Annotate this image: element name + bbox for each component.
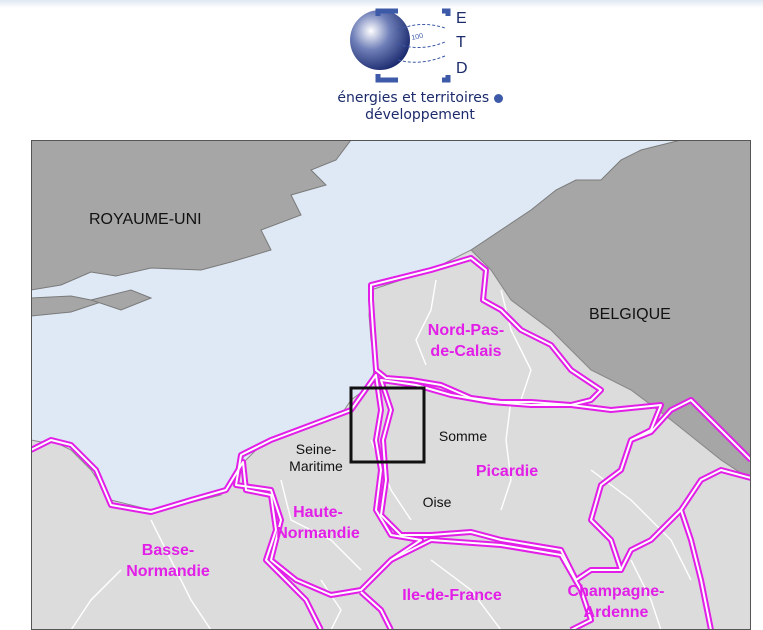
- globe-icon: [350, 10, 410, 70]
- label-somme: Somme: [438, 428, 488, 444]
- region-borders: [31, 255, 751, 630]
- label-haute-normandie: Haute- Normandie: [276, 502, 360, 544]
- map-canvas: [31, 140, 751, 630]
- label-picardie: Picardie: [475, 463, 539, 480]
- tagline-text-1: énergies et territoires: [337, 90, 490, 106]
- isle-of-wight: [31, 295, 103, 317]
- etd-logo: 100 E T D énergies et territoires dévelo…: [270, 8, 570, 126]
- label-haute-normandie-line1: Haute-: [293, 504, 343, 521]
- logo-letter-e: E: [456, 10, 467, 27]
- dot-icon: [493, 94, 503, 103]
- top-gradient-bar: [0, 0, 763, 8]
- label-seine-maritime: Seine- Maritime: [289, 441, 343, 475]
- label-basse-normandie: Basse- Normandie: [126, 540, 210, 582]
- logo-letter-t: T: [456, 34, 466, 51]
- region-map: ROYAUME-UNI BELGIQUE Nord-Pas- de-Calais…: [31, 140, 751, 630]
- label-champagne-ardenne: Champagne- Ardenne: [568, 581, 665, 623]
- study-area-box: [349, 386, 426, 464]
- label-ile-de-france: Ile-de-France: [402, 587, 502, 604]
- label-champagne-ardenne-line2: Ardenne: [583, 604, 649, 621]
- uk-south-coast: [89, 289, 153, 311]
- logo-emblem: 100: [350, 8, 451, 83]
- label-seine-maritime-line1: Seine-: [295, 441, 337, 457]
- label-haute-normandie-line2: Normandie: [276, 525, 360, 542]
- tagline-line-1: énergies et territoires: [270, 90, 570, 106]
- tagline-line-2: développement: [365, 107, 475, 123]
- label-nord-pas-de-calais: Nord-Pas- de-Calais: [428, 320, 504, 362]
- label-nord-pas-de-calais-line1: Nord-Pas-: [427, 322, 505, 339]
- label-seine-maritime-line2: Maritime: [289, 458, 343, 474]
- department-borders: [70, 279, 692, 630]
- logo-letter-d: D: [456, 60, 468, 77]
- label-nord-pas-de-calais-line2: de-Calais: [430, 343, 502, 360]
- uk-landmass: [31, 140, 352, 291]
- label-belgique: BELGIQUE: [589, 306, 671, 323]
- label-champagne-ardenne-line1: Champagne-: [567, 583, 665, 600]
- label-oise: Oise: [422, 494, 452, 510]
- bracket-frame: [375, 8, 451, 83]
- label-basse-normandie-line2: Normandie: [126, 563, 210, 580]
- label-royaume-uni: ROYAUME-UNI: [89, 211, 202, 228]
- label-basse-normandie-line1: Basse-: [141, 542, 195, 559]
- isoline-value: 100: [411, 33, 424, 42]
